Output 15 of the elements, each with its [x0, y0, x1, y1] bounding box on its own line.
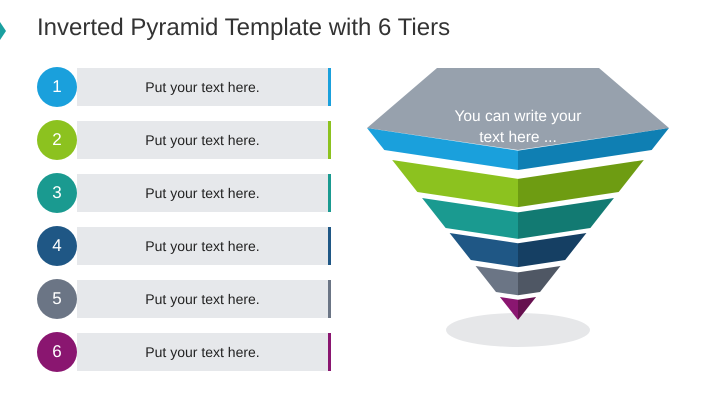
number-circle: 2	[37, 120, 77, 160]
title: Inverted Pyramid Template with 6 Tiers	[37, 14, 450, 42]
number-circle: 5	[37, 279, 77, 319]
number-circle: 3	[37, 173, 77, 213]
text-bar: Put your text here.	[77, 227, 331, 265]
number-circle: 4	[37, 226, 77, 266]
text-bar: Put your text here.	[77, 333, 331, 371]
text-bar: Put your text here.	[77, 280, 331, 318]
text-bar: Put your text here.	[77, 121, 331, 159]
number-circle: 1	[37, 67, 77, 107]
pyramid-text: You can write your text here ...	[454, 107, 582, 148]
number-circle: 6	[37, 332, 77, 372]
pyramid-top-face	[367, 66, 669, 152]
text-bar: Put your text here.	[77, 174, 331, 212]
text-bar: Put your text here.	[77, 68, 331, 106]
